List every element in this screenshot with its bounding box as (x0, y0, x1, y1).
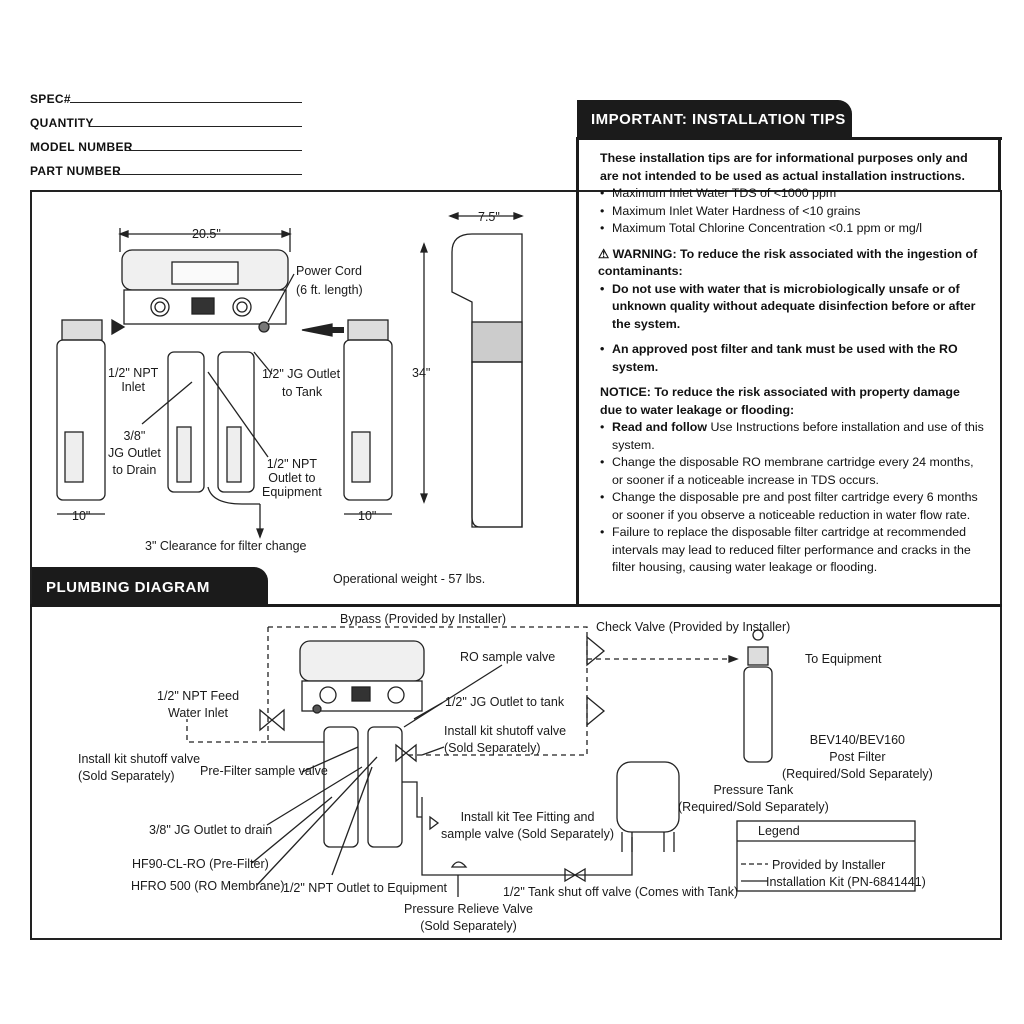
jg-drain-line2: JG Outlet (108, 446, 161, 460)
tips-intro: These installation tips are for informat… (600, 151, 968, 183)
weight-label: Operational weight - 57 lbs. (333, 572, 486, 586)
right-filter-width: 10" (358, 509, 377, 523)
feed-inlet-line2: Water Inlet (168, 706, 228, 720)
pressure-relieve-label: Pressure Relieve Valve (Sold Separately) (404, 902, 533, 933)
npt-outlet-equipment-label: 1/2" NPT Outlet to Equipment (283, 881, 448, 895)
limits-list: Maximum Inlet Water TDS of <1000 ppm Max… (600, 185, 985, 238)
installation-tips-header: IMPORTANT: INSTALLATION TIPS (577, 100, 852, 138)
notice-list: Read and follow Use Instructions before … (600, 419, 985, 577)
tee-fitting-label: Install kit Tee Fitting and sample valve … (441, 810, 614, 841)
legend-dashed-label: Provided by Installer (772, 858, 886, 872)
shutoff-right-line2: (Sold Separately) (444, 741, 541, 755)
plumbing-diagram-header: PLUMBING DIAGRAM (32, 567, 268, 607)
tee-fitting-line2: sample valve (Sold Separately) (441, 827, 614, 841)
depth-dimension: 7.5" (478, 210, 500, 224)
model-number-field[interactable] (126, 150, 302, 151)
jg-drain-line3: to Drain (112, 463, 157, 477)
jg-tank-line1: 1/2" JG Outlet (262, 367, 341, 381)
pressure-tank-label: Pressure Tank (Required/Sold Separately) (678, 783, 829, 814)
height-dimension: 34" (412, 366, 431, 380)
shutoff-right-label: Install kit shutoff valve (Sold Separatel… (444, 724, 566, 755)
post-filter-line2: Post Filter (829, 750, 886, 764)
part-number-label: PART NUMBER (30, 164, 122, 178)
notice-text: Use Instructions before installation and… (612, 420, 984, 452)
jg-drain-label: 3/8" JG Outlet to Drain (108, 429, 161, 477)
jg-drain-outlet-label: 3/8" JG Outlet to drain (149, 823, 273, 837)
pressure-tank-line1: Pressure Tank (713, 783, 794, 797)
width-dimension: 20.5" (192, 227, 221, 241)
to-equipment-label: To Equipment (805, 652, 882, 666)
tips-left-rule (576, 137, 579, 607)
warning-heading: ⚠ WARNING: To reduce the risk associated… (598, 246, 985, 281)
notice-emphasis: Read and follow (612, 420, 707, 434)
tips-right-rule (998, 137, 1001, 192)
jg-drain-line1: 3/8" (123, 429, 146, 443)
warning-list: Do not use with water that is microbiolo… (600, 281, 985, 377)
pressure-relieve-line2: (Sold Separately) (420, 919, 517, 933)
shutoff-left-line1: Install kit shutoff valve (78, 752, 201, 766)
warning-heading-text: WARNING: To reduce the risk associated w… (598, 246, 978, 279)
list-item: Change the disposable RO membrane cartri… (600, 454, 985, 489)
list-item: Maximum Inlet Water TDS of <1000 ppm (600, 185, 985, 203)
list-item: Read and follow Use Instructions before … (600, 419, 985, 454)
quantity-label: QUANTITY (30, 116, 94, 130)
spec-field[interactable] (70, 102, 302, 103)
pressure-relieve-line1: Pressure Relieve Valve (404, 902, 533, 916)
check-valve-label: Check Valve (Provided by Installer) (596, 620, 791, 634)
legend-solid-label: Installation Kit (PN-6841441) (766, 875, 926, 889)
tee-fitting-line1: Install kit Tee Fitting and (460, 810, 595, 824)
model-number-label: MODEL NUMBER (30, 140, 133, 154)
post-filter-line3: (Required/Sold Separately) (782, 767, 933, 781)
outer-frame (30, 190, 1002, 940)
npt-inlet-line2: Inlet (121, 380, 145, 394)
shutoff-left-label: Install kit shutoff valve (Sold Separatel… (78, 752, 200, 783)
dimension-drawing (56, 212, 524, 539)
installation-tips-title: IMPORTANT: INSTALLATION TIPS (591, 110, 846, 128)
clearance-label: 3" Clearance for filter change (145, 539, 307, 553)
plumbing-drawing (186, 626, 916, 897)
list-item: Maximum Inlet Water Hardness of <10 grai… (600, 203, 985, 221)
plumbing-diagram-title: PLUMBING DIAGRAM (46, 578, 210, 596)
power-cord-label: Power Cord (296, 264, 362, 278)
post-filter-line1: BEV140/BEV160 (809, 733, 905, 747)
npt-equipment-line3: Equipment (262, 485, 322, 499)
npt-equipment-line1: 1/2" NPT (266, 457, 318, 471)
npt-inlet-line1: 1/2" NPT (108, 366, 159, 380)
tips-top-rule (577, 137, 1002, 140)
list-item: An approved post filter and tank must be… (600, 341, 985, 376)
list-item: Maximum Total Chlorine Concentration <0.… (600, 220, 985, 238)
installation-tips-body: These installation tips are for informat… (598, 150, 985, 577)
membrane-label: HFRO 500 (RO Membrane) (131, 879, 285, 893)
list-item: Do not use with water that is microbiolo… (600, 281, 985, 334)
legend-title: Legend (758, 824, 800, 838)
shutoff-left-line2: (Sold Separately) (78, 769, 175, 783)
list-item: Failure to replace the disposable filter… (600, 524, 985, 577)
power-cord-length: (6 ft. length) (296, 283, 363, 297)
jg-tank-line2: to Tank (282, 385, 323, 399)
list-item: Change the disposable pre and post filte… (600, 489, 985, 524)
prefilter-label: HF90-CL-RO (Pre-Filter) (132, 857, 269, 871)
spec-label: SPEC# (30, 92, 71, 106)
prefilter-sample-label: Pre-Filter sample valve (200, 764, 328, 778)
feed-inlet-line1: 1/2" NPT Feed (157, 689, 240, 703)
plumbing-top-rule (30, 604, 1002, 607)
pressure-tank-line2: (Required/Sold Separately) (678, 800, 829, 814)
part-number-field[interactable] (114, 174, 302, 175)
quantity-field[interactable] (90, 126, 302, 127)
npt-equipment-line2: Outlet to (268, 471, 316, 485)
jg-tank-label: 1/2" JG Outlet to Tank (262, 367, 340, 399)
shutoff-right-line1: Install kit shutoff valve (444, 724, 567, 738)
jg-outlet-tank-label: 1/2" JG Outlet to tank (445, 695, 565, 709)
left-filter-width: 10" (72, 509, 91, 523)
ro-sample-valve-label: RO sample valve (460, 650, 556, 664)
warning-icon: ⚠ (598, 246, 613, 261)
tank-shutoff-label: 1/2" Tank shut off valve (Comes with Tan… (503, 885, 739, 899)
notice-heading: NOTICE: To reduce the risk associated wi… (600, 385, 960, 417)
bypass-label: Bypass (Provided by Installer) (340, 612, 507, 626)
